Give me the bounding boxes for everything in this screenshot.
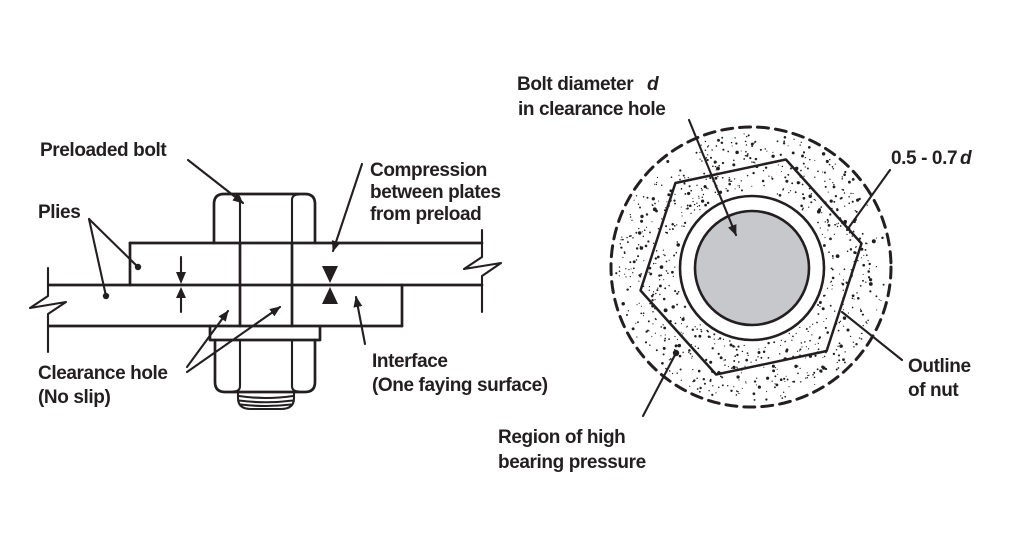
svg-text:of nut: of nut bbox=[908, 380, 959, 401]
bolt-diameter-leader bbox=[687, 118, 738, 237]
bolt-shank bbox=[238, 241, 294, 328]
clearance-hole-label: Clearance hole (No slip) bbox=[38, 363, 168, 408]
interface-leader bbox=[353, 295, 367, 346]
plies-leader-1 bbox=[87, 217, 140, 269]
dimension-leader bbox=[845, 168, 892, 232]
region-leader-dot bbox=[672, 349, 680, 357]
svg-text:Interface: Interface bbox=[372, 351, 448, 372]
plates bbox=[28, 228, 503, 354]
right-break-symbol bbox=[462, 228, 503, 314]
svg-text:from preload: from preload bbox=[370, 204, 481, 225]
dimension-label: 0.5 - 0.7 d bbox=[891, 148, 972, 169]
bolt-head bbox=[212, 192, 317, 245]
bolt-plan-view: Bolt diameter d in clearance hole 0.5 - … bbox=[498, 74, 972, 473]
outline-of-nut-leader bbox=[840, 310, 904, 362]
interface-label: Interface (One faying surface) bbox=[372, 351, 548, 396]
svg-text:in clearance hole: in clearance hole bbox=[518, 99, 665, 120]
plies-leader-2 bbox=[87, 217, 108, 298]
svg-text:between plates: between plates bbox=[370, 182, 501, 203]
svg-text:bearing pressure: bearing pressure bbox=[498, 452, 646, 473]
bolt-circle bbox=[693, 209, 811, 327]
svg-text:0.5 - 0.7: 0.5 - 0.7 bbox=[891, 148, 957, 169]
bolt-diameter-label: Bolt diameter d in clearance hole bbox=[517, 74, 666, 120]
washer bbox=[208, 324, 322, 342]
outline-of-nut-label: Outline of nut bbox=[908, 356, 971, 401]
stipple-texture bbox=[615, 133, 885, 401]
svg-text:d: d bbox=[960, 148, 972, 169]
region-leader bbox=[641, 351, 678, 418]
clearance-hole-leader-2 bbox=[185, 305, 282, 374]
region-label: Region of high bearing pressure bbox=[498, 427, 646, 473]
plies-leader-dot-1 bbox=[134, 263, 142, 271]
bolt-threads bbox=[236, 390, 296, 411]
preloaded-bolt-leader bbox=[186, 158, 245, 205]
nut-outline-hexagon bbox=[639, 158, 863, 376]
clearance-hole-leader-1 bbox=[185, 309, 230, 369]
nut bbox=[213, 338, 317, 394]
left-break-symbol bbox=[28, 266, 68, 354]
svg-text:Compression: Compression bbox=[370, 160, 487, 181]
compression-leader bbox=[331, 162, 364, 253]
preloaded-bolt-label: Preloaded bolt bbox=[40, 140, 167, 161]
svg-text:Clearance hole: Clearance hole bbox=[38, 363, 168, 384]
compression-label: Compression between plates from preload bbox=[370, 160, 501, 225]
svg-text:Outline: Outline bbox=[908, 356, 971, 377]
dashed-boundary-circle bbox=[609, 125, 893, 409]
plies-label: Plies bbox=[38, 202, 80, 223]
svg-text:d: d bbox=[647, 74, 659, 95]
bolt-side-view: Preloaded bolt Plies Compression between… bbox=[28, 140, 548, 411]
compression-arrows bbox=[322, 266, 338, 304]
svg-text:(No slip): (No slip) bbox=[38, 387, 110, 408]
svg-text:(One faying surface): (One faying surface) bbox=[372, 375, 548, 396]
interface-dimension-arrows bbox=[176, 255, 186, 314]
plies-leader-dot-2 bbox=[102, 292, 110, 300]
svg-text:Bolt diameter: Bolt diameter bbox=[517, 74, 634, 95]
svg-text:Region of high: Region of high bbox=[498, 427, 625, 448]
